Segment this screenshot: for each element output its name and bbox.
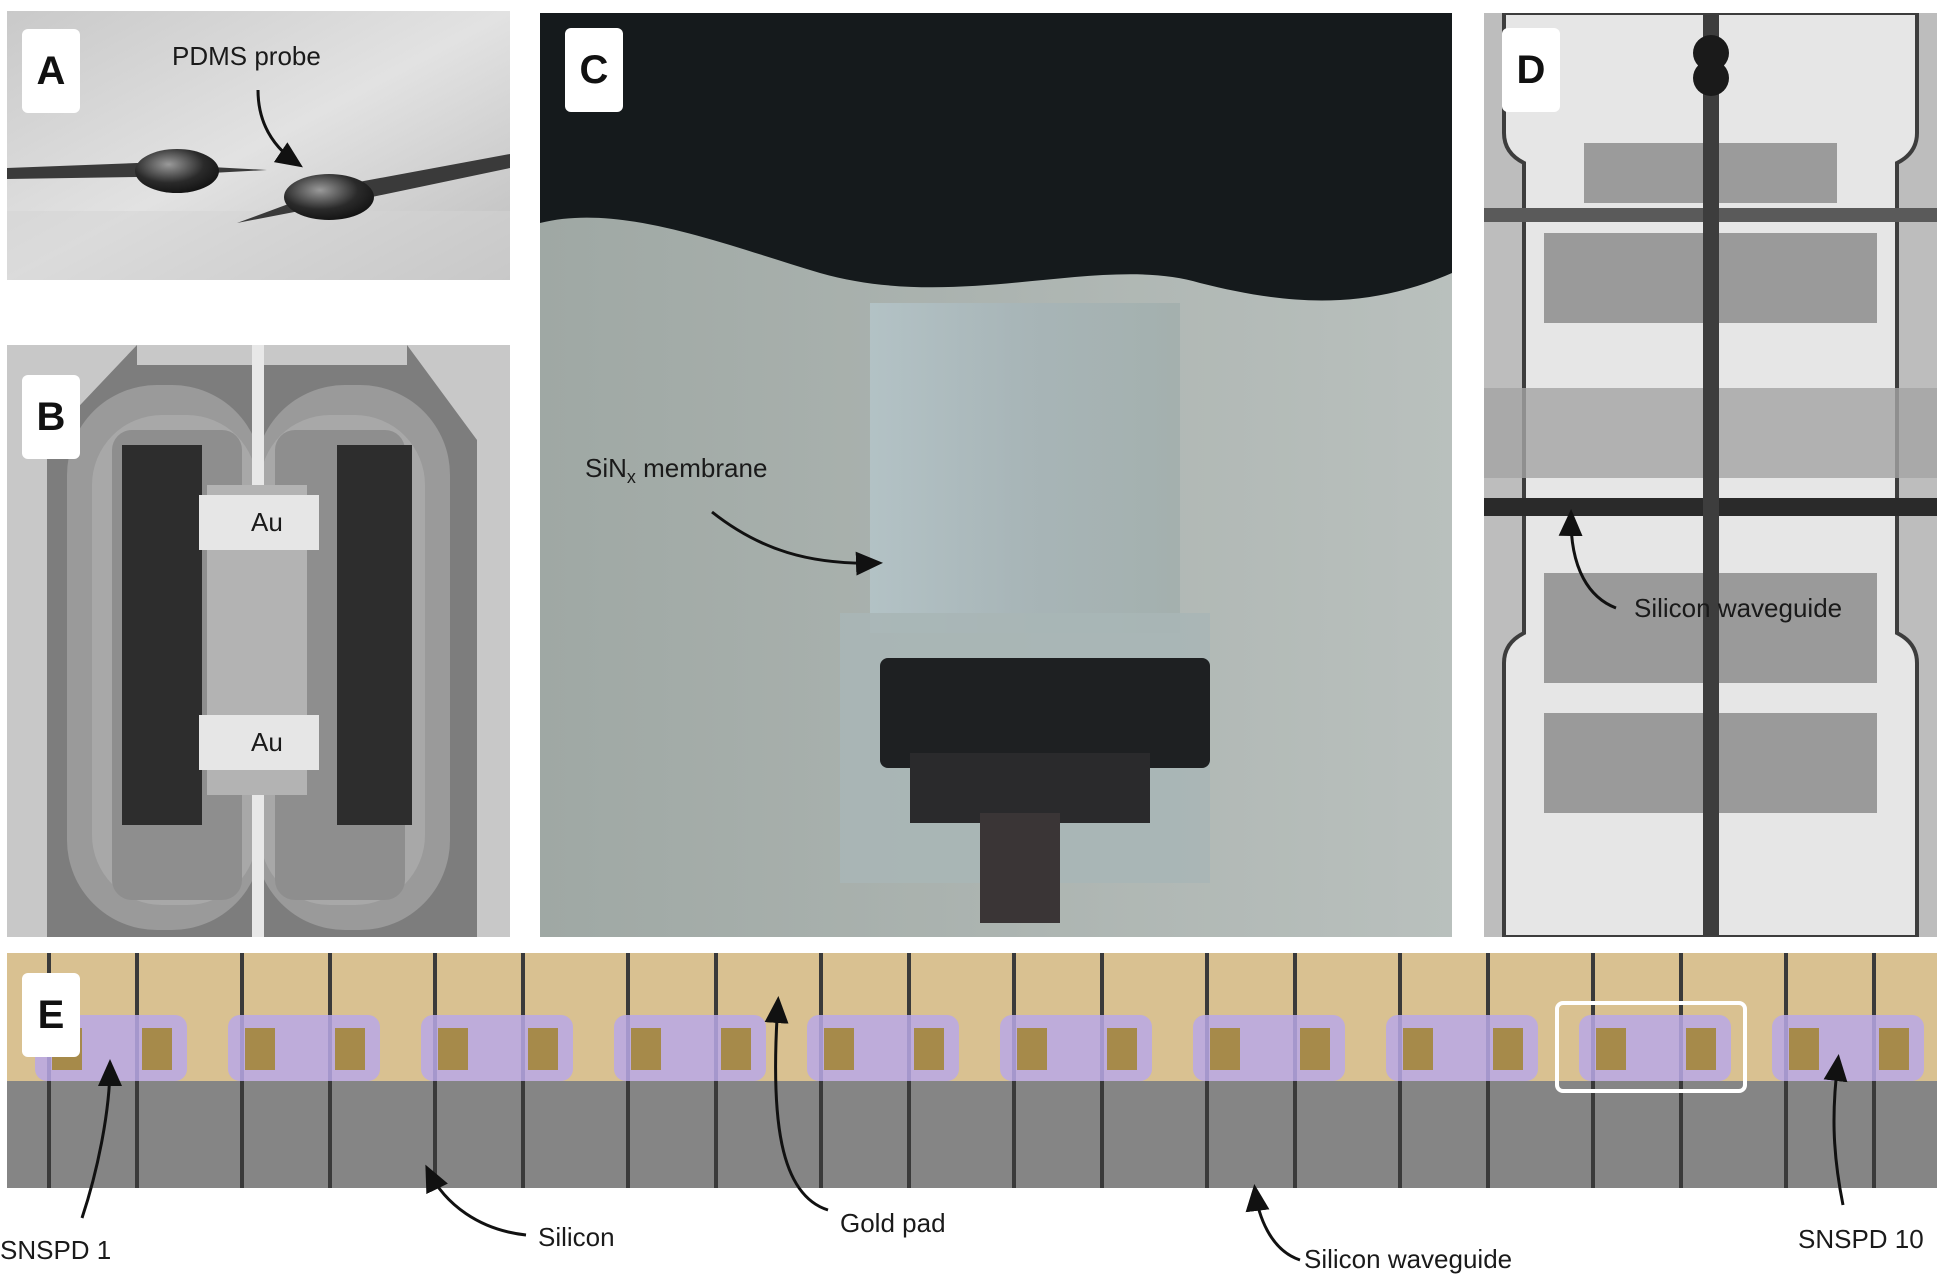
panel-d-photo: D Silicon waveguide: [1484, 13, 1937, 937]
pdms-probe-image: [7, 11, 510, 280]
snspd-array-image: [7, 953, 1937, 1188]
panel-c-photo: C SiNx membrane: [540, 13, 1452, 937]
snspd-detector: [1579, 1015, 1731, 1081]
snspd-detector: [1772, 1015, 1924, 1081]
snspd-10-label: SNSPD 10: [1798, 1224, 1924, 1254]
arrow-silicon-waveguide-e: [1245, 1184, 1301, 1262]
silicon-waveguide-label-d: Silicon waveguide: [1634, 593, 1843, 623]
silicon-waveguide-label-e: Silicon waveguide: [1304, 1244, 1513, 1274]
panel-a-photo: A PDMS probe: [7, 11, 510, 280]
snspd-detector: [228, 1015, 380, 1081]
panel-e-photo: E: [7, 953, 1937, 1188]
snspd-1-label: SNSPD 1: [0, 1235, 112, 1265]
snspd-detector: [1000, 1015, 1152, 1081]
au-label-top: Au: [251, 507, 283, 537]
silicon-label: Silicon: [538, 1222, 615, 1252]
snspd-detector: [807, 1015, 959, 1081]
sinx-membrane-image: [540, 13, 1452, 937]
gold-pad-label: Gold pad: [840, 1208, 946, 1238]
panel-b-letter: B: [22, 375, 80, 459]
snspd-detector: [1386, 1015, 1538, 1081]
silicon-waveguide-image: [1484, 13, 1937, 937]
panel-a-letter: A: [22, 29, 80, 113]
sinx-label-main: SiN: [585, 453, 627, 483]
panel-d-letter: D: [1502, 28, 1560, 112]
panel-c-letter: C: [565, 28, 623, 112]
sinx-label-subscript: x: [626, 467, 636, 488]
au-label-bottom: Au: [251, 727, 283, 757]
snspd-detector: [421, 1015, 573, 1081]
panel-e-letter: E: [22, 973, 80, 1057]
sinx-membrane-label: SiNx membrane: [585, 453, 767, 488]
snspd-detector: [614, 1015, 766, 1081]
gold-pad-device-image: [7, 345, 510, 937]
sinx-label-rest: membrane: [635, 453, 768, 483]
pdms-probe-label: PDMS probe: [172, 41, 321, 71]
panel-b-photo: B Au Au: [7, 345, 510, 937]
snspd-detector: [1193, 1015, 1345, 1081]
